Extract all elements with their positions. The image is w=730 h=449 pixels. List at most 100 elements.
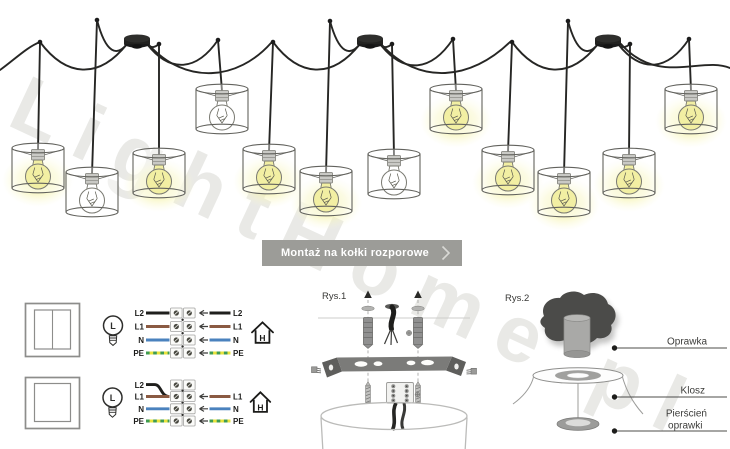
ceiling-wire: [567, 20, 599, 52]
bulb-socket: [215, 90, 229, 102]
terminal-block: [386, 382, 414, 404]
figure-rys2: Rys.2 Oprawka Klosz: [505, 291, 727, 434]
bulb-socket: [684, 90, 698, 102]
bulb-symbol: L: [102, 315, 124, 347]
ceiling-hook: [627, 41, 633, 47]
drop-cord: [217, 39, 223, 92]
ceiling-wire: [146, 39, 219, 66]
left-arrow-icon: [199, 393, 208, 400]
bulb-filament: [263, 168, 275, 184]
ceiling-wire: [272, 41, 361, 71]
part-label: oprawki: [668, 420, 702, 431]
lamp-shade: [367, 148, 421, 200]
light-bulb: [146, 168, 172, 195]
expansion-plug: [362, 317, 374, 349]
light-bulb: [381, 169, 407, 196]
bulb-socket: [319, 172, 333, 184]
lamp-shade: [2, 142, 74, 207]
bulb-filament: [685, 108, 697, 124]
ceiling-wire: [617, 38, 690, 66]
shade-top: [512, 367, 644, 423]
drop-cord: [268, 41, 274, 152]
ceiling-wire: [379, 38, 454, 67]
wire-label: N: [233, 405, 239, 414]
bridged-wire: [146, 383, 170, 398]
up-arrow-icon: [364, 290, 372, 298]
light-bulb: [209, 104, 235, 131]
wire-label: L2: [233, 309, 243, 318]
lamp-shade: [290, 165, 362, 230]
bulb-socket: [387, 155, 401, 167]
house-icon: H: [251, 321, 274, 344]
bulb-filament: [450, 108, 462, 124]
bulb-socket: [85, 173, 99, 185]
drop-cord: [37, 41, 41, 151]
callout-klosz: Klosz: [611, 386, 727, 400]
mounting-banner[interactable]: Montaż na kołki rozporowe: [262, 240, 462, 266]
light-bulb: [79, 187, 105, 214]
figure-rys1: Rys.1: [311, 290, 477, 449]
socket-ring: [556, 417, 600, 431]
ceiling-canopy: [124, 34, 150, 49]
left-arrow-icon: [199, 309, 208, 317]
ceiling-hook: [270, 39, 276, 45]
ceiling-hook: [389, 41, 395, 47]
ceiling-hook: [565, 18, 571, 24]
light-bulb: [495, 165, 521, 192]
lamp-shade: [65, 166, 119, 218]
drop-cord: [391, 43, 395, 157]
drop-cord: [628, 43, 631, 156]
light-bulb: [256, 164, 282, 191]
washer: [361, 305, 375, 312]
left-arrow-icon: [199, 417, 208, 425]
part-label: Klosz: [681, 386, 705, 397]
light-bulb: [678, 104, 704, 131]
bulb-letter: L: [110, 393, 116, 403]
lamp-shade: [420, 83, 492, 148]
pendant-lamps-illustration: [0, 17, 730, 231]
house-letter: H: [259, 333, 265, 343]
lamp-shade: [195, 83, 249, 135]
wire-label: L1: [135, 323, 145, 332]
ceiling-hook: [509, 39, 515, 45]
ceiling-hook: [215, 37, 221, 43]
lamp-shade: [655, 83, 727, 148]
callout-oprawka: Oprawka: [611, 337, 727, 351]
lamp-cable: [390, 402, 398, 431]
drop-cord: [688, 38, 692, 92]
bulb-symbol: L: [102, 387, 123, 418]
ceiling-cable: [383, 303, 399, 346]
bulb-filament: [623, 172, 635, 188]
light-bulb: [25, 163, 51, 190]
bulb-filament: [320, 190, 332, 206]
wire-label: N: [138, 405, 144, 414]
up-arrow-icon: [414, 290, 422, 298]
ceiling-canopy: [595, 34, 621, 49]
drop-cord: [507, 41, 513, 153]
bulb-filament: [558, 191, 570, 207]
wire-label: L1: [233, 323, 243, 332]
bulb-socket: [262, 150, 276, 162]
drop-cord: [91, 19, 98, 175]
ceiling-hook: [450, 36, 456, 42]
banner-label: Montaż na kołki rozporowe: [280, 247, 430, 259]
ceiling-hook: [37, 39, 43, 45]
left-arrow-icon: [199, 405, 208, 412]
side-screw: [466, 367, 477, 375]
light-bulb: [313, 186, 339, 213]
wire-label: PE: [133, 417, 144, 426]
lamp-shade: [593, 147, 665, 212]
wire-label: L2: [135, 381, 145, 390]
wire-label: PE: [233, 417, 244, 426]
lamp-shade: [123, 147, 195, 212]
callout-pierscien: Pierścień oprawki: [611, 409, 727, 434]
ceiling-wire: [96, 19, 128, 52]
single-wall-switch: [24, 376, 81, 430]
screw-icon: [406, 330, 412, 336]
bulb-socket: [557, 173, 571, 185]
expansion-plug: [412, 317, 424, 349]
double-wall-switch: [24, 302, 81, 358]
ceiling-hook: [156, 41, 162, 47]
drop-cord: [325, 20, 331, 174]
